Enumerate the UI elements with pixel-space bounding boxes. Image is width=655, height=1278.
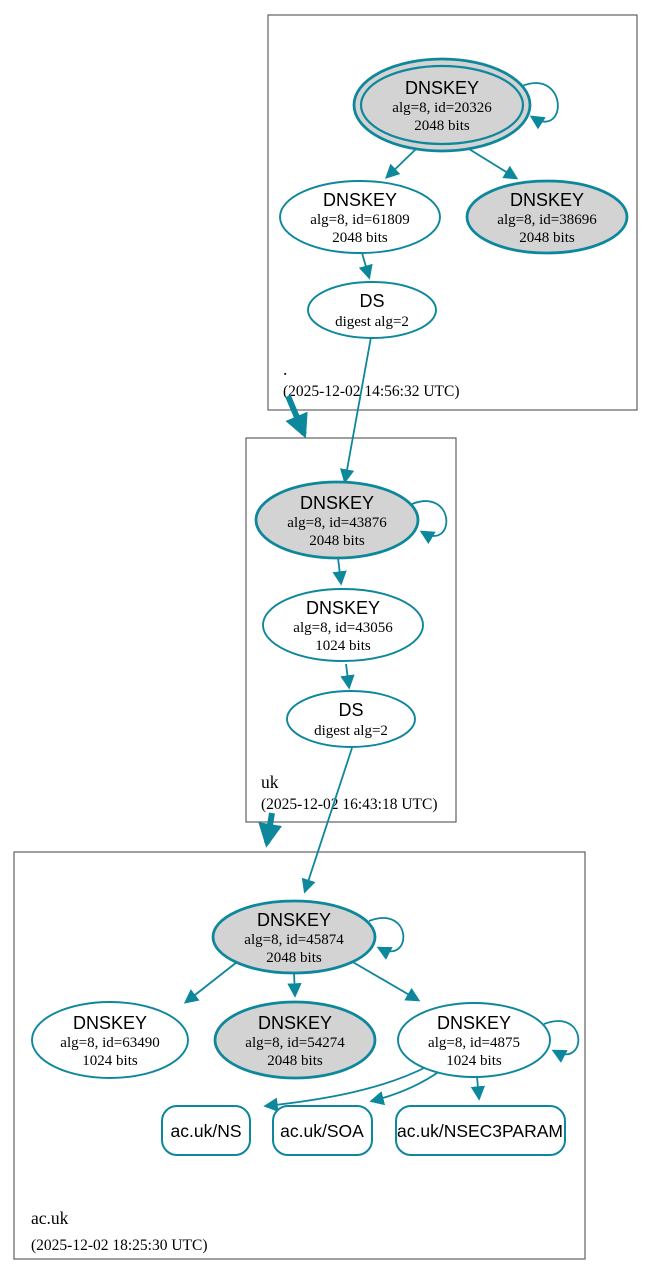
node-detail: 2048 bits [266, 950, 322, 966]
zone-name-uk: uk [261, 772, 279, 792]
ds-node-root[interactable]: DS digest alg=2 [307, 281, 437, 339]
zone-timestamp-acuk: (2025-12-02 18:25:30 UTC) [31, 1237, 208, 1254]
delegation-arrow-root-uk [285, 394, 308, 439]
node-title: DNSKEY [257, 910, 331, 930]
rrsig-self-loop-45874 [368, 917, 405, 960]
edge-ksk45874-ksk54274 [287, 972, 302, 998]
node-title: DNSKEY [510, 190, 584, 210]
node-title: DNSKEY [73, 1013, 147, 1033]
dnskey-node-43056[interactable]: DNSKEY alg=8, id=43056 1024 bits [262, 588, 424, 662]
rrset-rect-nsec3param [395, 1105, 566, 1156]
node-detail: alg=8, id=38696 [497, 212, 597, 228]
node-detail: alg=8, id=63490 [60, 1035, 159, 1051]
node-detail: alg=8, id=54274 [245, 1035, 345, 1051]
node-detail: digest alg=2 [314, 723, 388, 739]
zone-name-root: . [283, 359, 287, 379]
node-title: DNSKEY [323, 190, 397, 210]
node-detail: 2048 bits [267, 1053, 323, 1069]
dnskey-ellipse-54274 [213, 1000, 377, 1080]
dnskey-ellipse-61809 [279, 180, 441, 254]
node-title: DNSKEY [405, 78, 479, 98]
dnskey-ellipse-45874 [211, 899, 377, 975]
edge-zsk61809-ds [358, 252, 373, 280]
dnskey-node-45874[interactable]: DNSKEY alg=8, id=45874 2048 bits [211, 899, 377, 975]
node-title: DS [359, 291, 384, 311]
node-title: DS [338, 700, 363, 720]
dnskey-node-54274[interactable]: DNSKEY alg=8, id=54274 2048 bits [213, 1000, 377, 1080]
zone-name-acuk: ac.uk [31, 1208, 69, 1228]
rrset-node-ac.uk-ns[interactable]: ac.uk/NS [161, 1105, 251, 1156]
node-detail: 2048 bits [309, 533, 365, 549]
rrsig-self-loop-43876 [411, 500, 448, 545]
edge-ksk43876-zsk43056 [332, 557, 347, 586]
dnskey-ellipse-outer-20326 [352, 57, 532, 153]
dnskey-ellipse-inner-20326 [359, 64, 525, 146]
edge-zsk43056-ds [340, 663, 355, 690]
node-detail: alg=8, id=20326 [392, 100, 492, 116]
zone-timestamp-root: (2025-12-02 14:56:32 UTC) [283, 383, 460, 400]
edge-ksk20326-ksk38696 [468, 148, 519, 180]
ds-ellipse-root [307, 281, 437, 339]
node-detail: alg=8, id=43056 [293, 620, 393, 636]
dnskey-node-43876[interactable]: DNSKEY alg=8, id=43876 2048 bits [254, 480, 420, 560]
node-detail: 2048 bits [519, 230, 575, 246]
dnskey-node-4875[interactable]: DNSKEY alg=8, id=4875 1024 bits [397, 1002, 551, 1078]
zone-box-root [267, 14, 638, 411]
rrset-label: ac.uk/SOA [280, 1121, 364, 1141]
node-detail: alg=8, id=45874 [244, 932, 344, 948]
zone-timestamp-uk: (2025-12-02 16:43:18 UTC) [261, 796, 438, 813]
rrset-rect-soa [272, 1105, 373, 1156]
edge-ksk45874-zsk63490 [183, 961, 238, 1004]
node-detail: digest alg=2 [335, 314, 409, 330]
ds-link-root-uk [339, 336, 372, 484]
zone-box-acuk [13, 851, 586, 1260]
dnskey-node-61809[interactable]: DNSKEY alg=8, id=61809 2048 bits [279, 180, 441, 254]
rrset-node-ac.uk-soa[interactable]: ac.uk/SOA [272, 1105, 373, 1156]
dnskey-ellipse-38696 [465, 179, 629, 255]
node-detail: 1024 bits [446, 1053, 502, 1069]
rrset-rect-ns [161, 1105, 251, 1156]
node-title: DNSKEY [306, 598, 380, 618]
node-detail: alg=8, id=43876 [287, 515, 387, 531]
edge-ksk20326-zsk61809 [385, 148, 417, 179]
node-detail: 2048 bits [332, 230, 388, 246]
node-detail: alg=8, id=61809 [310, 212, 409, 228]
rrsig-self-loop-4875 [543, 1020, 580, 1063]
node-detail: 2048 bits [414, 118, 470, 134]
zone-box-uk [245, 437, 457, 823]
rrset-label: ac.uk/NSEC3PARAM [397, 1121, 563, 1141]
dnskey-node-38696[interactable]: DNSKEY alg=8, id=38696 2048 bits [465, 179, 629, 255]
edge-ksk45874-zsk4875 [350, 960, 421, 1002]
node-detail: 1024 bits [315, 638, 371, 654]
dnskey-ellipse-43876 [254, 480, 420, 560]
node-title: DNSKEY [300, 493, 374, 513]
node-detail: 1024 bits [82, 1053, 138, 1069]
dnskey-ellipse-63490 [31, 1001, 189, 1079]
node-title: DNSKEY [437, 1013, 511, 1033]
node-detail: alg=8, id=4875 [428, 1035, 520, 1051]
edge-zsk4875-nsec3param [470, 1076, 486, 1101]
dnskey-ellipse-43056 [262, 588, 424, 662]
dnskey-ellipse-4875 [397, 1002, 551, 1078]
rrset-node-ac.uk-nsec3param[interactable]: ac.uk/NSEC3PARAM [395, 1105, 566, 1156]
dnskey-node-63490[interactable]: DNSKEY alg=8, id=63490 1024 bits [31, 1001, 189, 1079]
edge-zsk4875-ns [263, 1065, 429, 1112]
rrset-label: ac.uk/NS [171, 1121, 242, 1141]
ds-node-uk[interactable]: DS digest alg=2 [286, 690, 416, 748]
delegation-arrow-uk-acuk [258, 812, 282, 848]
dnskey-node-20326[interactable]: DNSKEY alg=8, id=20326 2048 bits [352, 57, 532, 153]
rrsig-self-loop-20326 [521, 82, 559, 130]
ds-link-uk-acuk [301, 747, 353, 894]
edge-zsk4875-soa [369, 1070, 441, 1106]
node-title: DNSKEY [258, 1013, 332, 1033]
ds-ellipse-uk [286, 690, 416, 748]
